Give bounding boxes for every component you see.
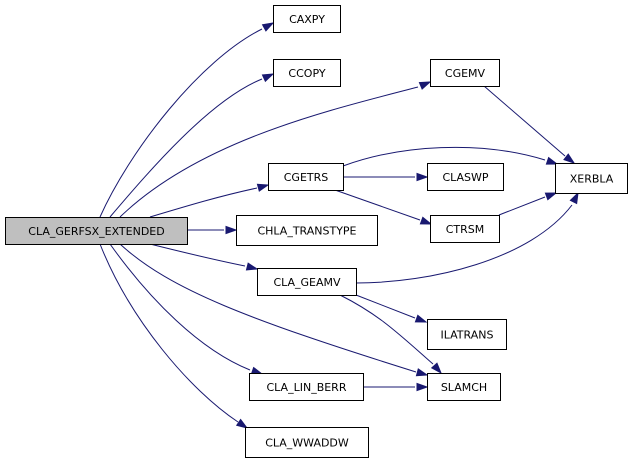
edge-cgetrs-to-ctrsm [334, 189, 433, 225]
node-box [273, 59, 341, 87]
node-label: CLA_GEAMV [273, 276, 341, 289]
node-linberr[interactable]: CLA_LIN_BERR [249, 373, 364, 401]
call-graph-nodes: CLA_GERFSX_EXTENDED CAXPY CCOPY CGEMV CGETRS… [5, 5, 628, 458]
node-slamch[interactable]: SLAMCH [427, 373, 501, 401]
arrowhead-icon [418, 81, 432, 90]
node-ctrsm[interactable]: CTRSM [430, 215, 500, 243]
arrowhead-icon [419, 216, 433, 225]
edge-line [149, 243, 246, 267]
edge-root-to-chla [187, 225, 238, 235]
node-box [430, 215, 500, 243]
arrowhead-icon [416, 172, 429, 182]
node-box [5, 217, 188, 245]
node-wwaddw[interactable]: CLA_WWADDW [245, 427, 369, 458]
edge-line [339, 294, 434, 365]
arrowhead-icon [261, 73, 275, 83]
edge-cgetrs-to-xerbla [342, 146, 559, 167]
node-chla[interactable]: CHLA_TRANSTYPE [236, 215, 378, 246]
node-label: CTRSM [446, 223, 485, 236]
edge-line [334, 189, 421, 221]
edge-linberr-to-slamch [363, 382, 429, 392]
node-cgetrs[interactable]: CGETRS [268, 163, 344, 191]
edge-geamv-to-ilatrans [355, 294, 428, 323]
node-box [427, 163, 504, 191]
node-box [236, 215, 378, 246]
arrowhead-icon [261, 22, 275, 32]
node-label: CCOPY [288, 67, 325, 80]
edge-line [355, 294, 416, 319]
edge-line [99, 243, 239, 423]
edge-line [109, 243, 251, 371]
arrowhead-icon [416, 382, 429, 392]
edge-line [149, 187, 258, 218]
arrowhead-icon [245, 262, 259, 271]
node-xerbla[interactable]: XERBLA [555, 163, 628, 194]
arrowhead-icon [235, 418, 249, 429]
edge-line [119, 86, 419, 218]
node-box [249, 373, 364, 401]
node-ccopy[interactable]: CCOPY [273, 59, 341, 87]
edge-line [355, 204, 573, 284]
node-label: CLASWP [442, 171, 488, 184]
node-cgemv[interactable]: CGEMV [430, 59, 500, 87]
node-caxpy[interactable]: CAXPY [273, 5, 341, 33]
arrowhead-icon [569, 191, 579, 205]
node-box [427, 319, 507, 350]
edge-geamv-to-slamch [339, 294, 443, 375]
edge-line [109, 78, 263, 218]
edge-root-to-ccopy [109, 73, 275, 218]
node-label: XERBLA [570, 173, 614, 186]
edge-root-to-slamch [119, 243, 429, 377]
node-box [268, 163, 344, 191]
edge-cgetrs-to-claswp [343, 172, 429, 182]
arrowhead-icon [256, 183, 270, 192]
edge-ctrsm-to-xerbla [498, 192, 558, 216]
node-ilatrans[interactable]: ILATRANS [427, 319, 507, 350]
arrowhead-icon [563, 153, 576, 164]
arrowhead-icon [415, 368, 429, 377]
node-box [555, 163, 628, 194]
node-label: CLA_LIN_BERR [267, 381, 347, 394]
node-box [257, 268, 357, 296]
node-root[interactable]: CLA_GERFSX_EXTENDED [5, 217, 188, 245]
node-label: CLA_WWADDW [265, 437, 349, 450]
edge-geamv-to-xerbla [355, 191, 579, 284]
node-label: CHLA_TRANSTYPE [257, 225, 356, 238]
arrowhead-icon [225, 225, 238, 235]
edge-line [498, 196, 546, 216]
node-label: SLAMCH [441, 381, 487, 394]
edge-root-to-geamv [149, 243, 259, 271]
node-label: CAXPY [289, 13, 325, 26]
call-graph-edges [99, 22, 579, 429]
arrowhead-icon [544, 192, 558, 201]
node-label: ILATRANS [441, 329, 494, 342]
arrowhead-icon [545, 156, 559, 165]
edge-root-to-cgemv [119, 81, 432, 218]
node-label: CGETRS [284, 171, 329, 184]
edge-root-to-cgetrs [149, 183, 270, 218]
edge-root-to-wwaddw [99, 243, 249, 429]
node-claswp[interactable]: CLASWP [427, 163, 504, 191]
node-label: CLA_GERFSX_EXTENDED [28, 225, 164, 238]
arrowhead-icon [430, 362, 443, 375]
node-geamv[interactable]: CLA_GEAMV [257, 268, 357, 296]
node-box [430, 59, 500, 87]
node-box [273, 5, 341, 33]
node-label: CGEMV [445, 67, 486, 80]
edge-cgemv-to-xerbla [483, 85, 576, 164]
edge-line [483, 85, 566, 157]
arrowhead-icon [414, 314, 428, 323]
node-box [245, 427, 369, 458]
edge-line [99, 28, 263, 218]
node-box [427, 373, 501, 401]
edge-line [119, 243, 417, 373]
edge-line [342, 146, 546, 167]
edge-root-to-caxpy [99, 22, 275, 218]
